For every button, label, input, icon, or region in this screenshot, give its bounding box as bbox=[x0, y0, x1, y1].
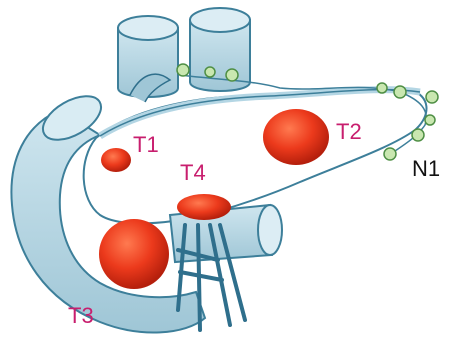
vessel-cylinder-right-top bbox=[190, 8, 250, 32]
label-t3: T3 bbox=[68, 303, 94, 328]
tumor-t2 bbox=[263, 109, 329, 165]
lymph-node-circle bbox=[425, 115, 435, 125]
vessel-cylinder-left-top bbox=[118, 16, 178, 40]
lymph-node-circle bbox=[394, 86, 406, 98]
lymph-node-circle bbox=[426, 91, 438, 103]
label-n1: N1 bbox=[412, 156, 440, 181]
lymph-node-circle bbox=[377, 83, 387, 93]
lower-vessel-opening bbox=[258, 205, 282, 255]
lymph-node-circle bbox=[384, 148, 396, 160]
tumor-t3 bbox=[99, 219, 169, 289]
lymph-node-circle bbox=[226, 69, 238, 81]
label-t1: T1 bbox=[133, 132, 159, 157]
tumor-t1 bbox=[101, 148, 131, 172]
label-t4: T4 bbox=[180, 160, 206, 185]
upper-vessels bbox=[118, 8, 250, 102]
tumor-t4 bbox=[177, 194, 231, 220]
label-t2: T2 bbox=[336, 119, 362, 144]
lymph-node-circle bbox=[205, 67, 215, 77]
lymph-node-circle bbox=[412, 129, 424, 141]
lymph-node-circle bbox=[177, 64, 189, 76]
